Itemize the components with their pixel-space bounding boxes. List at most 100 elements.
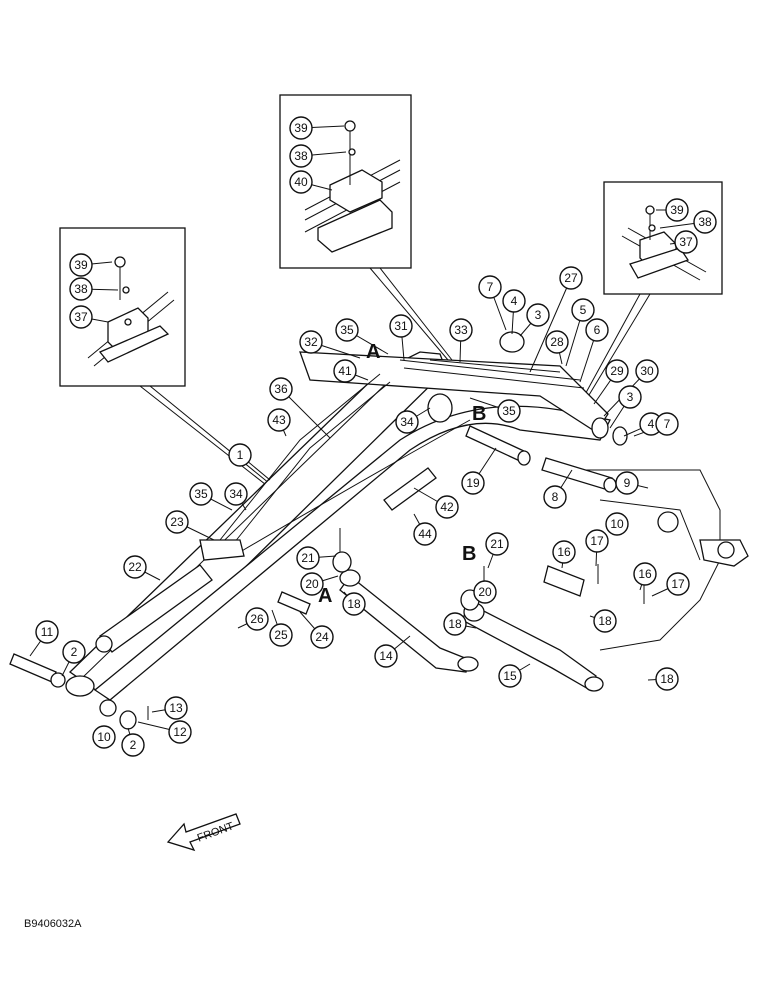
callout-circle — [35, 620, 59, 644]
callout-circle — [526, 303, 550, 327]
callout-number: 33 — [454, 323, 468, 337]
callout-34: 34 — [395, 410, 419, 434]
callout-circle — [310, 625, 334, 649]
callout-29: 29 — [605, 359, 629, 383]
callout-number: 14 — [379, 649, 393, 663]
callout-number: 18 — [660, 672, 674, 686]
callout-7: 7 — [478, 275, 502, 299]
callout-number: 22 — [128, 560, 142, 574]
callout-33: 33 — [449, 318, 473, 342]
callout-number: 43 — [272, 413, 286, 427]
callout-number: 8 — [552, 490, 559, 504]
boom-structure — [65, 351, 749, 717]
callout-24: 24 — [310, 625, 334, 649]
callout-1: 1 — [228, 443, 252, 467]
callout-14: 14 — [374, 644, 398, 668]
callout-circle — [269, 377, 293, 401]
callout-circle — [92, 725, 116, 749]
callout-number: 18 — [347, 597, 361, 611]
callout-number: 31 — [394, 319, 408, 333]
callout-number: 10 — [97, 730, 111, 744]
callout-number: 11 — [41, 625, 54, 639]
callout-35: 35 — [189, 482, 213, 506]
callout-16: 16 — [633, 562, 657, 586]
callout-20: 20 — [473, 580, 497, 604]
callout-number: 12 — [173, 725, 187, 739]
callout-number: 42 — [440, 500, 454, 514]
callout-number: 35 — [340, 323, 354, 337]
callout-31: 31 — [389, 314, 413, 338]
callout-26: 26 — [245, 607, 269, 631]
callout-circle — [395, 410, 419, 434]
callout-28: 28 — [545, 330, 569, 354]
callout-circle — [289, 116, 313, 140]
hydraulic-lines — [219, 359, 585, 553]
callout-circle — [69, 277, 93, 301]
callout-39: 39 — [289, 116, 313, 140]
callout-number: 2 — [71, 645, 78, 659]
callout-30: 30 — [635, 359, 659, 383]
callout-number: 15 — [503, 669, 517, 683]
callout-44: 44 — [413, 522, 437, 546]
callout-number: 38 — [698, 215, 712, 229]
callout-circle — [165, 510, 189, 534]
leader-line — [529, 277, 572, 373]
callout-number: 29 — [610, 364, 624, 378]
boom-cylinder-right — [461, 602, 604, 692]
callout-number: 30 — [640, 364, 654, 378]
callout-circle — [498, 664, 522, 688]
callout-number: 38 — [294, 149, 308, 163]
callout-number: 5 — [580, 303, 587, 317]
callout-circle — [605, 512, 629, 536]
callout-circle — [665, 198, 689, 222]
callout-circle — [296, 546, 320, 570]
callout-number: 4 — [511, 294, 518, 308]
document-code: B9406032A — [24, 918, 82, 930]
callout-circle — [449, 318, 473, 342]
callout-35: 35 — [497, 399, 521, 423]
callout-circle — [615, 471, 639, 495]
callout-circle — [571, 298, 595, 322]
callout-circle — [655, 667, 679, 691]
callout-6: 6 — [585, 318, 609, 342]
callout-37: 37 — [674, 230, 698, 254]
callout-circle — [342, 592, 366, 616]
callout-15: 15 — [498, 664, 522, 688]
callout-circle — [497, 399, 521, 423]
callout-number: 37 — [74, 310, 88, 324]
callout-25: 25 — [269, 623, 293, 647]
callout-39: 39 — [69, 253, 93, 277]
callout-circle — [655, 412, 679, 436]
callout-number: 18 — [448, 617, 462, 631]
callout-number: 40 — [294, 175, 308, 189]
callout-38: 38 — [69, 277, 93, 301]
callout-number: 10 — [610, 517, 624, 531]
callout-circle — [413, 522, 437, 546]
callout-23: 23 — [165, 510, 189, 534]
callout-circle — [461, 471, 485, 495]
bucket-cylinder — [95, 539, 245, 653]
callout-4: 4 — [502, 289, 526, 313]
callout-number: 4 — [648, 417, 655, 431]
inset-leaders — [139, 267, 651, 489]
view-letter-a-top: A — [366, 341, 380, 363]
callout-circle — [559, 266, 583, 290]
callout-circle — [224, 482, 248, 506]
callout-36: 36 — [269, 377, 293, 401]
callout-37: 37 — [69, 305, 93, 329]
callout-number: 1 — [237, 448, 244, 462]
callout-17: 17 — [666, 572, 690, 596]
callout-3: 3 — [618, 385, 642, 409]
callout-circle — [289, 144, 313, 168]
callout-number: 17 — [671, 577, 685, 591]
callout-circle — [545, 330, 569, 354]
callout-number: 9 — [624, 476, 631, 490]
callout-40: 40 — [289, 170, 313, 194]
callout-number: 16 — [557, 545, 571, 559]
callout-circle — [269, 623, 293, 647]
callout-circle — [164, 696, 188, 720]
callout-19: 19 — [461, 471, 485, 495]
view-letter-b-top: B — [472, 403, 486, 425]
pins — [9, 331, 645, 730]
